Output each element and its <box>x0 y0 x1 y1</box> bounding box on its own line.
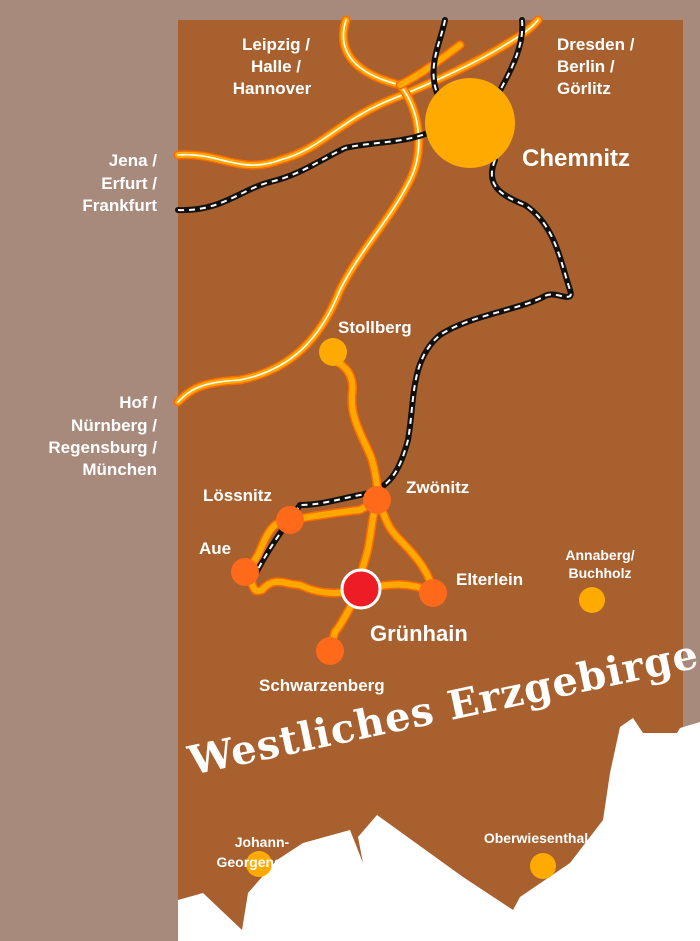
direction-labels: Leipzig / Halle / Hannover Dresden / Ber… <box>48 35 634 479</box>
city-marker-zwoenitz[interactable] <box>363 486 391 514</box>
place-label-aue: Aue <box>199 539 231 558</box>
place-labels: Chemnitz Stollberg Zwönitz Lössnitz Aue … <box>199 145 635 870</box>
city-marker-gruenhain[interactable] <box>340 568 382 610</box>
place-label-schwarzenberg: Schwarzenberg <box>259 676 385 695</box>
place-label-johanngeorgenstadt: Georgenstadt <box>216 854 307 870</box>
place-label-oberwiesenthal: Oberwiesenthal <box>484 830 588 846</box>
place-label-chemnitz: Chemnitz <box>522 145 630 172</box>
direction-label: Berlin / <box>557 57 615 76</box>
place-label-johanngeorgenstadt: Johann- <box>235 834 290 850</box>
direction-label: Nürnberg / <box>71 416 157 435</box>
place-label-zwoenitz: Zwönitz <box>406 478 469 497</box>
direction-label: Dresden / <box>557 35 635 54</box>
place-label-annaberg: Buchholz <box>569 565 632 581</box>
city-marker-loessnitz[interactable] <box>276 506 304 534</box>
region-area <box>178 20 683 941</box>
direction-label: München <box>82 460 157 479</box>
city-marker-stollberg[interactable] <box>319 338 347 366</box>
major-roads <box>173 15 543 407</box>
city-markers <box>231 78 605 879</box>
direction-label: Jena / <box>109 151 157 170</box>
place-label-elterlein: Elterlein <box>456 570 523 589</box>
local-roads <box>240 355 438 655</box>
city-marker-schwarzenberg[interactable] <box>316 637 344 665</box>
city-marker-elterlein[interactable] <box>419 579 447 607</box>
place-label-stollberg: Stollberg <box>338 318 412 337</box>
direction-label: Görlitz <box>557 79 611 98</box>
city-marker-annaberg[interactable] <box>579 587 605 613</box>
place-label-loessnitz: Lössnitz <box>203 486 272 505</box>
city-marker-oberwiesenthal[interactable] <box>530 853 556 879</box>
direction-label: Regensburg / <box>48 438 157 457</box>
railways <box>175 17 574 578</box>
place-label-annaberg: Annaberg/ <box>565 547 634 563</box>
city-marker-johanngeorgenstadt[interactable] <box>246 851 272 877</box>
border-cutout <box>178 718 700 941</box>
city-marker-chemnitz[interactable] <box>425 78 515 168</box>
direction-label: Erfurt / <box>101 174 157 193</box>
place-label-gruenhain: Grünhain <box>370 621 468 646</box>
direction-label: Hof / <box>119 393 157 412</box>
direction-label: Hannover <box>233 79 312 98</box>
city-marker-aue[interactable] <box>231 558 259 586</box>
direction-label: Leipzig / <box>242 35 310 54</box>
direction-label: Halle / <box>251 57 301 76</box>
direction-label: Frankfurt <box>82 196 157 215</box>
